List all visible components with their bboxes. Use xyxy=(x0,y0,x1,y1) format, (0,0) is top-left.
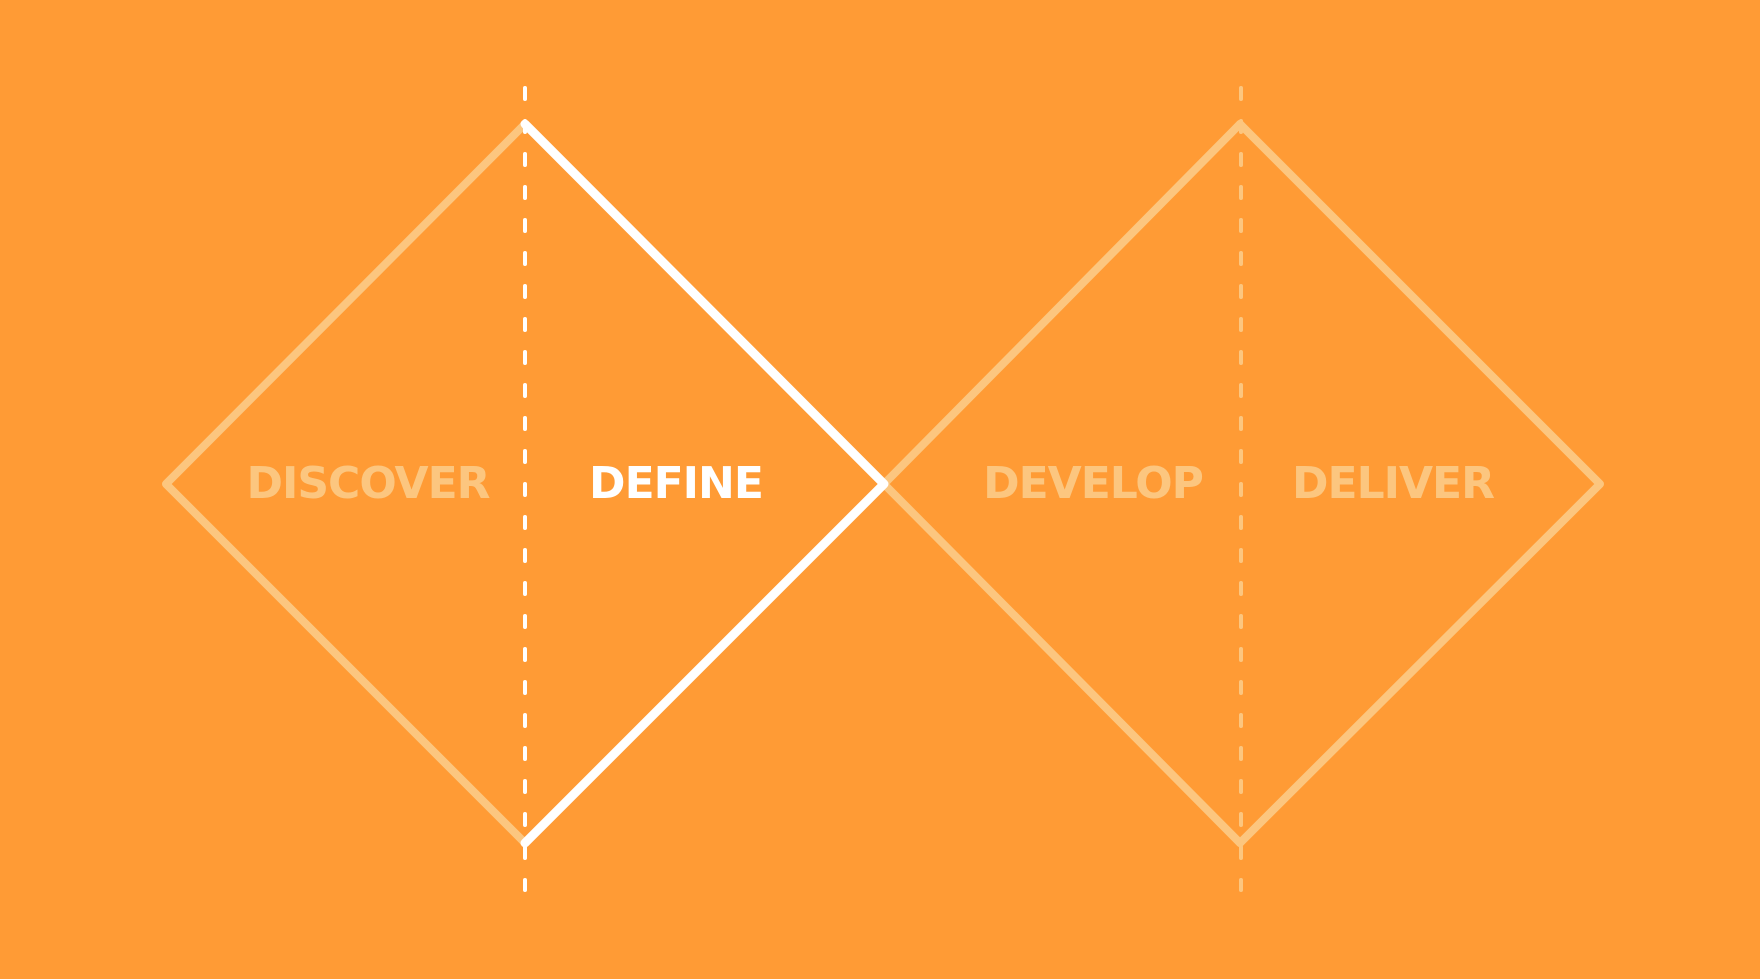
inactive-edges xyxy=(162,120,1604,847)
phase-label-discover: DISCOVER xyxy=(246,458,489,509)
define-edge xyxy=(520,119,889,848)
phase-label-define: DEFINE xyxy=(589,458,763,509)
deliver-edge xyxy=(1236,120,1604,847)
develop-edge-lower xyxy=(880,480,1244,847)
develop-edge xyxy=(880,120,1244,488)
phase-label-deliver: DELIVER xyxy=(1292,458,1494,509)
discover-edge xyxy=(162,120,529,847)
phase-label-develop: DEVELOP xyxy=(983,458,1203,509)
